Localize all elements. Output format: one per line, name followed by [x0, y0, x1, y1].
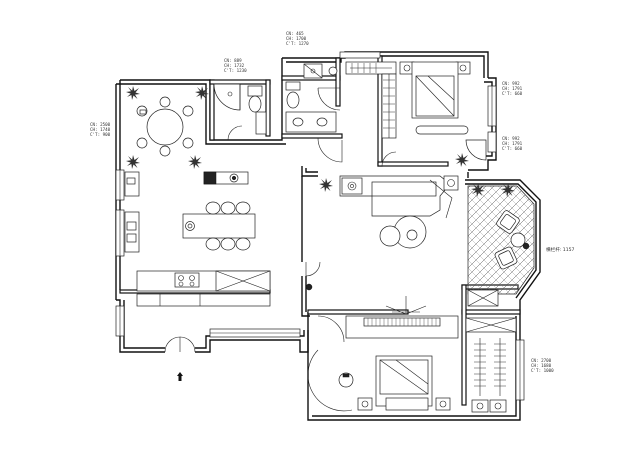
annotation-dining-cn: CN: 2500: [90, 122, 111, 127]
annotation-bath-ct: C'T: 1230: [224, 68, 247, 73]
annotation-dining-ch: CH: 1740: [90, 127, 111, 132]
bathroom-left: [213, 83, 267, 141]
annotation-bed1-lower-cn: CN: 992: [502, 136, 520, 141]
annotation-bath-cn: CN: 889: [224, 58, 242, 63]
bedroom-2: [307, 315, 517, 413]
lamp-icon: [305, 283, 313, 291]
bedroom-1: [345, 61, 487, 167]
annotation-bath-ch: CH: 1732: [224, 63, 245, 68]
door-swing-icon: [305, 261, 321, 277]
annotation-entry-cn: CN: 465: [286, 31, 304, 36]
dimension-annotations: CN: 2500 CH: 1740 C'T: 900 CN: 889 CH: 1…: [90, 31, 575, 373]
living-room: [319, 175, 459, 339]
dining-table: [136, 96, 194, 157]
entrance-door[interactable]: [164, 336, 196, 353]
annotation-bed2-cn: CN: 2700: [531, 358, 552, 363]
kitchen-counter: [136, 270, 301, 338]
plant-icon: [126, 86, 140, 100]
entrance-arrow-icon: [177, 372, 183, 381]
annotation-entry-ch: CH: 1700: [286, 36, 307, 41]
bay-window-lounge: [467, 183, 535, 307]
annotation-bed1-upper-ct: C'T: 660: [502, 91, 523, 96]
annotation-bed1-lower-ch: CH: 1791: [502, 141, 523, 146]
annotation-bed1-lower-ct: C'T: 660: [502, 146, 523, 151]
plant-icon: [188, 155, 202, 169]
annotation-bed2-ch: CH: 1680: [531, 363, 552, 368]
side-cabinet: [124, 171, 140, 253]
plant-icon: [126, 155, 140, 169]
annotation-entry-ct: C'T: 1270: [286, 41, 309, 46]
kitchen-island: [182, 171, 256, 251]
annotation-dining-ct: C'T: 900: [90, 132, 111, 137]
annotation-bed1-upper-cn: CN: 992: [502, 81, 520, 86]
plant-icon: [195, 86, 209, 100]
bay-window-label: 横栏杆: 1157: [546, 246, 575, 253]
bathroom-center: [285, 63, 341, 133]
internal-partitions: [119, 55, 521, 406]
annotation-bed1-upper-ch: CH: 1791: [502, 86, 523, 91]
door-swing-icon: [317, 137, 343, 163]
windows: [115, 51, 525, 401]
annotation-bed2-ct: C'T: 1000: [531, 368, 554, 373]
